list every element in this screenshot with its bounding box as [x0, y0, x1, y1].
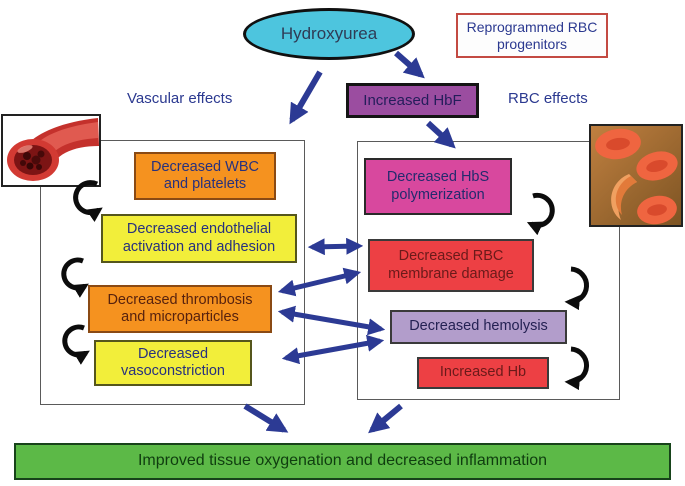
- node-decreased-hbs-polymerization: Decreased HbS polymerization: [364, 158, 512, 215]
- arrow-hydroxyurea-to-vascular: [289, 70, 323, 125]
- blood-vessel-image: [1, 114, 101, 187]
- node-decreased-thrombosis: Decreased thrombosis and microparticles: [88, 285, 272, 333]
- sickle-cells-icon: [595, 128, 678, 225]
- rbc-effects-label: RBC effects: [508, 90, 588, 107]
- node-decreased-endothelial-activation: Decreased endothelial activation and adh…: [101, 214, 297, 263]
- node-decreased-wbc-platelets: Decreased WBC and platelets: [134, 152, 276, 200]
- arrow-hydroxyurea-to-hbf: [394, 50, 425, 79]
- node-hydroxyurea: Hydroxyurea: [243, 8, 415, 60]
- node-outcome-bar: Improved tissue oxygenation and decrease…: [14, 443, 671, 480]
- node-decreased-hemolysis: Decreased hemolysis: [390, 310, 567, 344]
- node-decreased-vasoconstriction: Decreased vasoconstriction: [94, 340, 252, 386]
- blood-vessel-icon: [7, 118, 99, 181]
- vascular-effects-label: Vascular effects: [127, 90, 233, 107]
- arrow-rbc-to-outcome: [368, 403, 403, 434]
- node-increased-hbf: Increased HbF: [346, 83, 479, 118]
- node-decreased-rbc-membrane-damage: Decreased RBC membrane damage: [368, 239, 534, 292]
- node-increased-hb: Increased Hb: [417, 357, 549, 389]
- node-reprogrammed-rbc-progenitors: Reprogrammed RBC progenitors: [456, 13, 608, 58]
- sickle-cells-image: [589, 124, 683, 227]
- arrow-endothelial-membrane: [307, 237, 364, 256]
- arrow-vascular-to-outcome: [243, 403, 289, 433]
